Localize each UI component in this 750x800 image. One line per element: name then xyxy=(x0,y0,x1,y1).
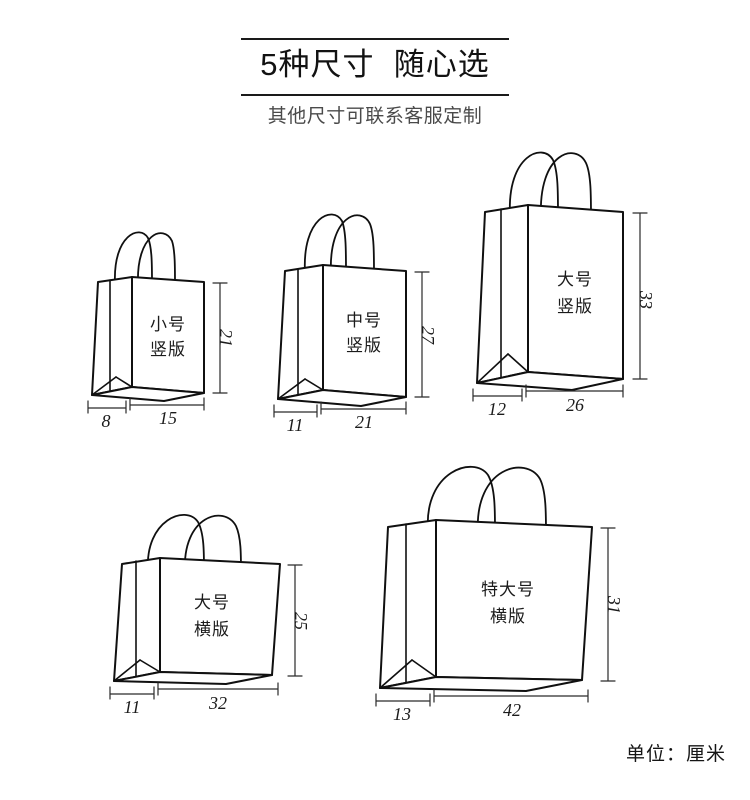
depth-dimension-line xyxy=(472,388,523,402)
bag-fold-bottom-right xyxy=(115,376,133,388)
bag-fold-bottom-left xyxy=(379,659,413,689)
depth-dimension-label: 8 xyxy=(102,411,111,431)
page-title: 5种尺寸 随心选 xyxy=(260,47,490,82)
bag-fold-bottom-right xyxy=(507,353,529,373)
height-dimension-line xyxy=(632,212,648,380)
bag-side-panel xyxy=(91,276,133,396)
depth-dimension-line xyxy=(375,693,431,707)
width-dimension-label: 32 xyxy=(208,693,227,713)
bag-figure-small-vertical: 小号 竖版 21 8 15 xyxy=(80,205,240,435)
height-dimension-label: 31 xyxy=(604,595,624,614)
bag-label-line1: 大号 xyxy=(557,270,593,289)
bag-front-panel xyxy=(527,204,624,380)
height-dimension-line xyxy=(600,527,616,682)
bag-bottom-face xyxy=(379,676,583,692)
title-rule-bottom xyxy=(241,94,509,96)
handle-back-arc xyxy=(114,231,153,284)
bag-label-line2: 横版 xyxy=(194,620,230,639)
bag-label-line2: 竖版 xyxy=(557,297,593,316)
bag-front-panel xyxy=(435,519,593,681)
width-dimension-label: 21 xyxy=(355,412,373,432)
bag-front-panel xyxy=(159,557,281,676)
width-dimension-line xyxy=(433,689,589,703)
depth-dimension-line xyxy=(87,400,127,414)
bag-label-line2: 横版 xyxy=(490,607,526,626)
depth-dimension-line xyxy=(273,404,318,418)
handle-front-arc xyxy=(184,514,242,573)
bag-label-line1: 小号 xyxy=(150,315,186,334)
bag-side-panel xyxy=(476,204,529,384)
width-dimension-line xyxy=(525,384,624,398)
width-dimension-line xyxy=(157,682,279,696)
height-dimension-label: 21 xyxy=(216,329,236,347)
bag-fold-bottom-right xyxy=(304,378,324,391)
handle-back-arc xyxy=(427,465,496,531)
bag-fold-bottom-left xyxy=(277,378,306,400)
bag-front-panel xyxy=(322,264,407,398)
depth-dimension-line xyxy=(109,686,155,700)
width-dimension-label: 15 xyxy=(159,408,177,428)
bag-bottom-face xyxy=(476,371,624,391)
handle-front-arc xyxy=(137,232,176,286)
handle-front-arc xyxy=(540,152,592,219)
handle-front-arc xyxy=(330,214,375,276)
handle-back-arc xyxy=(147,513,205,571)
height-dimension-line xyxy=(287,564,303,677)
bag-label-line1: 中号 xyxy=(346,311,382,330)
depth-dimension-label: 11 xyxy=(287,415,304,435)
width-dimension-line xyxy=(320,401,407,415)
bag-figure-xlarge-horizontal: 特大号 横版 31 13 42 xyxy=(360,455,650,725)
depth-dimension-label: 11 xyxy=(124,697,141,717)
height-dimension-label: 25 xyxy=(291,612,311,630)
unit-note: 单位：厘米 xyxy=(625,744,726,765)
bag-figure-medium-vertical: 中号 竖版 27 11 21 xyxy=(265,185,450,435)
bag-front-panel xyxy=(131,276,205,394)
bag-label-line2: 竖版 xyxy=(346,336,382,355)
depth-dimension-label: 13 xyxy=(393,704,411,724)
depth-dimension-label: 12 xyxy=(488,399,506,419)
handle-back-arc xyxy=(304,213,347,274)
bag-figure-large-vertical: 大号 竖版 33 12 26 xyxy=(465,140,675,435)
bag-bottom-face xyxy=(277,389,407,407)
handle-front-arc xyxy=(477,466,547,534)
bag-fold-bottom-right xyxy=(411,659,437,678)
bag-side-panel xyxy=(277,264,324,400)
title-rule-top xyxy=(241,38,509,40)
bag-label-line1: 大号 xyxy=(194,593,230,612)
bag-fold-bottom-left xyxy=(91,376,117,396)
bag-fold-bottom-right xyxy=(139,659,161,673)
height-dimension-line xyxy=(414,271,430,398)
bag-label-line1: 特大号 xyxy=(481,580,535,599)
height-dimension-line xyxy=(212,282,228,394)
bag-bottom-face xyxy=(113,671,273,685)
handle-back-arc xyxy=(509,151,559,216)
width-dimension-label: 26 xyxy=(566,395,584,415)
height-dimension-label: 33 xyxy=(636,290,656,309)
bag-label-line2: 竖版 xyxy=(150,340,186,359)
header: 5种尺寸 随心选 其他尺寸可联系客服定制 xyxy=(0,0,750,129)
bag-bottom-face xyxy=(91,386,205,402)
page-subtitle: 其他尺寸可联系客服定制 xyxy=(267,106,483,127)
bag-fold-bottom-left xyxy=(476,353,509,384)
height-dimension-label: 27 xyxy=(418,326,438,345)
bag-figure-large-horizontal: 大号 横版 25 11 32 xyxy=(100,490,330,725)
width-dimension-label: 42 xyxy=(503,700,521,720)
bag-fold-bottom-left xyxy=(113,659,141,682)
width-dimension-line xyxy=(129,397,205,411)
